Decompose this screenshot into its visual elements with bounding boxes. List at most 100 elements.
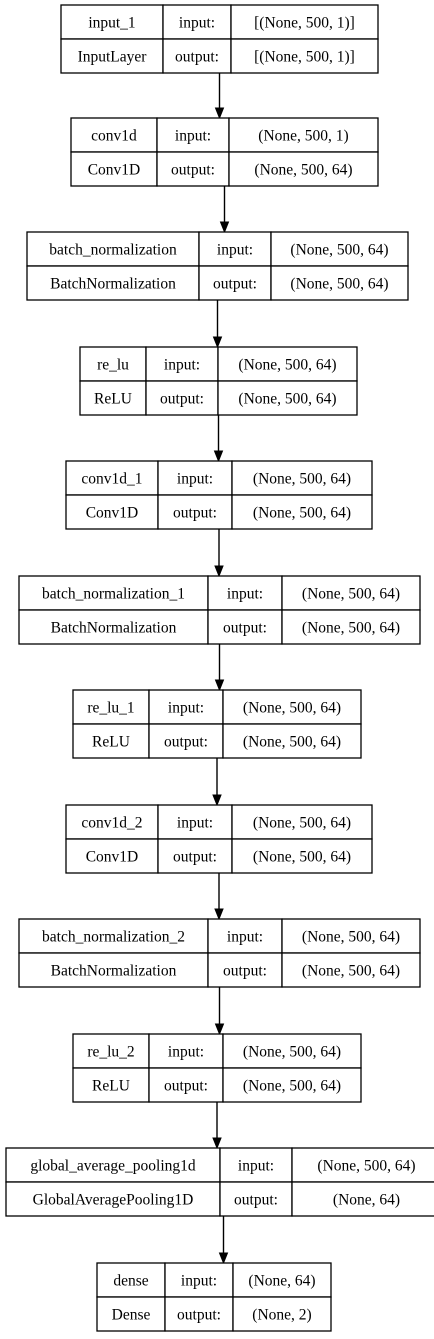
input-label: input: — [175, 128, 211, 145]
output-label: output: — [164, 1078, 208, 1095]
output-label-cell — [219, 1181, 293, 1217]
output-label-cell — [148, 1067, 224, 1103]
output-label-cell — [162, 38, 232, 74]
edge-arrow — [214, 529, 224, 578]
output-shape-cell — [281, 609, 421, 645]
layer-type-cell — [26, 265, 200, 301]
layer-name: conv1d — [91, 128, 137, 145]
edge-arrow — [219, 186, 230, 234]
layer-type-cell — [18, 609, 209, 645]
output-shape: (None, 500, 64) — [243, 1078, 341, 1095]
layer-name-cell — [18, 918, 209, 954]
input-label: input: — [177, 815, 213, 832]
layer-name: dense — [113, 1273, 148, 1290]
edge-arrow — [214, 644, 225, 692]
output-label: output: — [173, 849, 217, 866]
input-label: input: — [238, 1158, 274, 1175]
output-label-cell — [207, 609, 283, 645]
edge-arrow — [212, 300, 223, 349]
input-label: input: — [217, 242, 253, 259]
output-shape: (None, 500, 64) — [238, 391, 336, 408]
edges-layer — [212, 73, 230, 1265]
layer-name: batch_normalization_2 — [42, 929, 185, 946]
input-shape-cell — [281, 918, 421, 954]
output-label: output: — [223, 963, 267, 980]
edge-arrow — [213, 415, 224, 463]
edge-arrow — [218, 1216, 229, 1265]
output-label-cell — [148, 723, 224, 759]
layer-name: input_1 — [88, 15, 135, 32]
layer-type-cell — [96, 1296, 166, 1332]
input-shape-cell — [230, 4, 379, 40]
output-label-cell — [156, 151, 230, 187]
output-shape: (None, 500, 64) — [243, 734, 341, 751]
output-shape-cell — [217, 380, 358, 416]
input-shape: (None, 500, 64) — [238, 357, 336, 374]
input-shape: (None, 500, 64) — [302, 586, 400, 603]
input-shape: (None, 500, 64) — [253, 471, 351, 488]
output-shape-cell — [230, 38, 379, 74]
output-shape-cell — [281, 952, 421, 988]
output-shape: (None, 500, 64) — [254, 162, 352, 179]
edge-arrow — [212, 758, 222, 807]
layer-name: conv1d_1 — [81, 471, 142, 488]
output-label: output: — [160, 391, 204, 408]
layer-type: Conv1D — [88, 162, 141, 179]
input-shape-cell — [231, 804, 373, 840]
edge-arrow — [214, 873, 224, 921]
output-shape-cell — [222, 723, 362, 759]
output-shape-cell — [291, 1181, 434, 1217]
output-shape-cell — [232, 1296, 332, 1332]
input-shape: (None, 64) — [248, 1273, 315, 1290]
input-label: input: — [227, 929, 263, 946]
output-label: output: — [164, 734, 208, 751]
output-label: output: — [175, 49, 219, 66]
layer-name: re_lu — [97, 357, 129, 374]
output-label: output: — [173, 505, 217, 522]
layer-type: BatchNormalization — [50, 276, 176, 293]
input-shape: (None, 500, 64) — [243, 700, 341, 717]
output-label: output: — [234, 1192, 278, 1209]
input-label: input: — [227, 586, 263, 603]
layer-type-cell — [72, 1067, 150, 1103]
layer-type-cell — [60, 38, 164, 74]
layer-type-cell — [65, 494, 159, 530]
output-shape: (None, 500, 64) — [253, 849, 351, 866]
output-shape: (None, 500, 64) — [302, 963, 400, 980]
input-shape-cell — [232, 1262, 332, 1298]
output-shape: (None, 64) — [333, 1192, 400, 1209]
layer-name-cell — [5, 1147, 221, 1183]
input-shape-cell — [222, 1033, 362, 1069]
output-shape: [(None, 500, 1)] — [254, 49, 355, 66]
layer-type: BatchNormalization — [51, 620, 177, 637]
output-shape-cell — [231, 494, 373, 530]
output-shape: (None, 500, 64) — [253, 505, 351, 522]
input-shape-cell — [222, 689, 362, 725]
output-label: output: — [223, 620, 267, 637]
input-shape-cell — [281, 575, 421, 611]
layer-type-cell — [65, 838, 159, 874]
input-shape-cell — [270, 231, 409, 267]
output-shape-cell — [270, 265, 409, 301]
output-label: output: — [171, 162, 215, 179]
input-shape: (None, 500, 64) — [302, 929, 400, 946]
input-label: input: — [168, 700, 204, 717]
input-label-cell — [157, 804, 233, 840]
layer-type: Conv1D — [86, 849, 139, 866]
output-shape-cell — [228, 151, 379, 187]
edge-arrow — [214, 73, 225, 120]
layer-name-cell — [65, 804, 159, 840]
output-label: output: — [177, 1307, 221, 1324]
input-shape-cell — [217, 346, 358, 382]
input-label: input: — [177, 471, 213, 488]
edge-arrow — [212, 1102, 222, 1150]
